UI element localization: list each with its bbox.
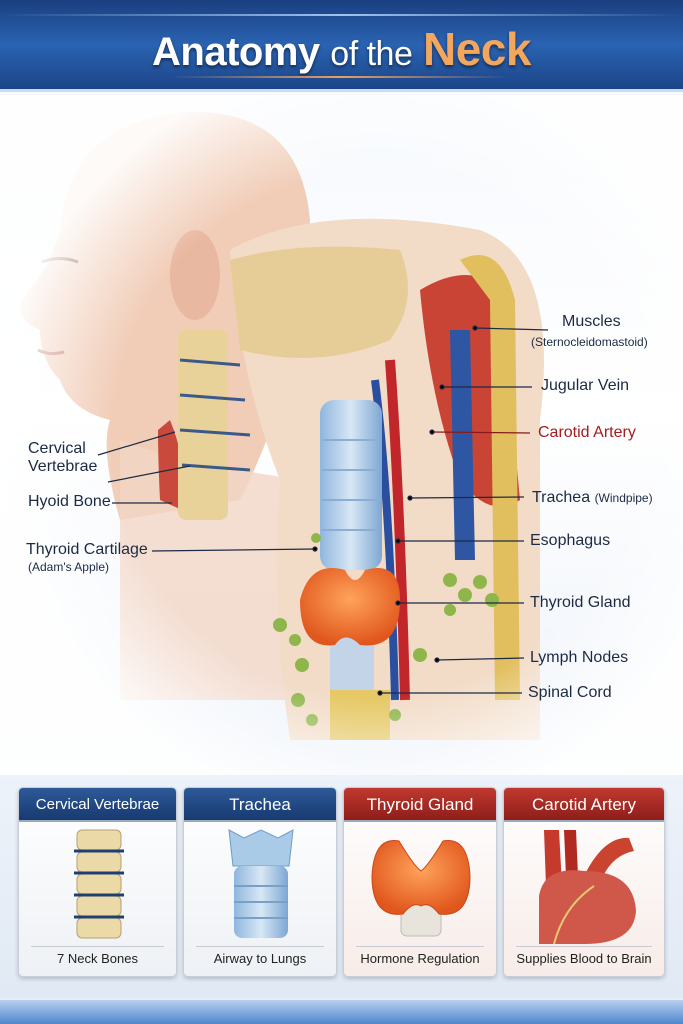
vertebrae-icon [74,829,124,939]
label-esophagus: Esophagus [530,532,611,549]
label-trachea-text: Trachea [532,489,591,506]
thyroid-icon [371,839,471,937]
card-title: Thyroid Gland [344,788,496,822]
header-banner: Anatomy of the Neck [0,0,683,92]
label-spinal-cord: Spinal Cord [528,684,612,701]
card-carotid-artery: Carotid Artery Supplies Blood to Brain [503,787,665,977]
label-cervical: Cervical [28,440,86,457]
card-thyroid-gland: Thyroid Gland Hormone Regulation [343,787,497,977]
label-muscles: Muscles [562,313,621,330]
label-hyoid-bone: Hyoid Bone [28,493,111,510]
label-carotid-artery: Carotid Artery [538,424,636,441]
trachea-icon [228,829,294,938]
card-divider [196,946,324,947]
card-caption: Hormone Regulation [360,951,480,966]
label-trachea: Trachea (Windpipe) [532,489,653,507]
footer-band [0,998,683,1024]
artery-heart-icon [539,830,636,944]
vignette [0,95,683,775]
title-part-of-the: of the [330,35,413,73]
card-divider [516,946,652,947]
label-adams-apple: (Adam's Apple) [28,560,109,574]
card-caption: Supplies Blood to Brain [516,951,652,966]
label-thyroid-gland: Thyroid Gland [530,594,631,611]
card-title: Trachea [184,788,336,822]
card-caption: 7 Neck Bones [57,951,138,966]
card-title: Cervical Vertebrae [19,788,176,822]
label-trachea-sub: (Windpipe) [594,491,653,505]
card-caption: Airway to Lungs [213,951,307,966]
card-divider [356,946,484,947]
header-rule [0,14,683,16]
card-divider [31,946,164,947]
card-title: Carotid Artery [504,788,664,822]
card-trachea: Trachea Airway to Lungs [183,787,337,977]
title-part-anatomy: Anatomy [152,30,320,74]
card-cervical-vertebrae: Cervical Vertebrae 7 Neck Bones [18,787,177,977]
label-thyroid-cartilage: Thyroid Cartilage [26,541,148,558]
page-title: Anatomy of the Neck [0,22,683,76]
title-part-neck: Neck [423,23,531,75]
label-muscles-sub: (Sternocleidomastoid) [531,335,648,349]
label-vertebrae: Vertebrae [28,458,98,475]
leader-lines [97,325,549,696]
neck-anatomy-illustration [0,95,683,775]
header-underline [170,76,510,78]
label-jugular-vein: Jugular Vein [541,377,630,394]
label-lymph-nodes: Lymph Nodes [530,649,629,666]
